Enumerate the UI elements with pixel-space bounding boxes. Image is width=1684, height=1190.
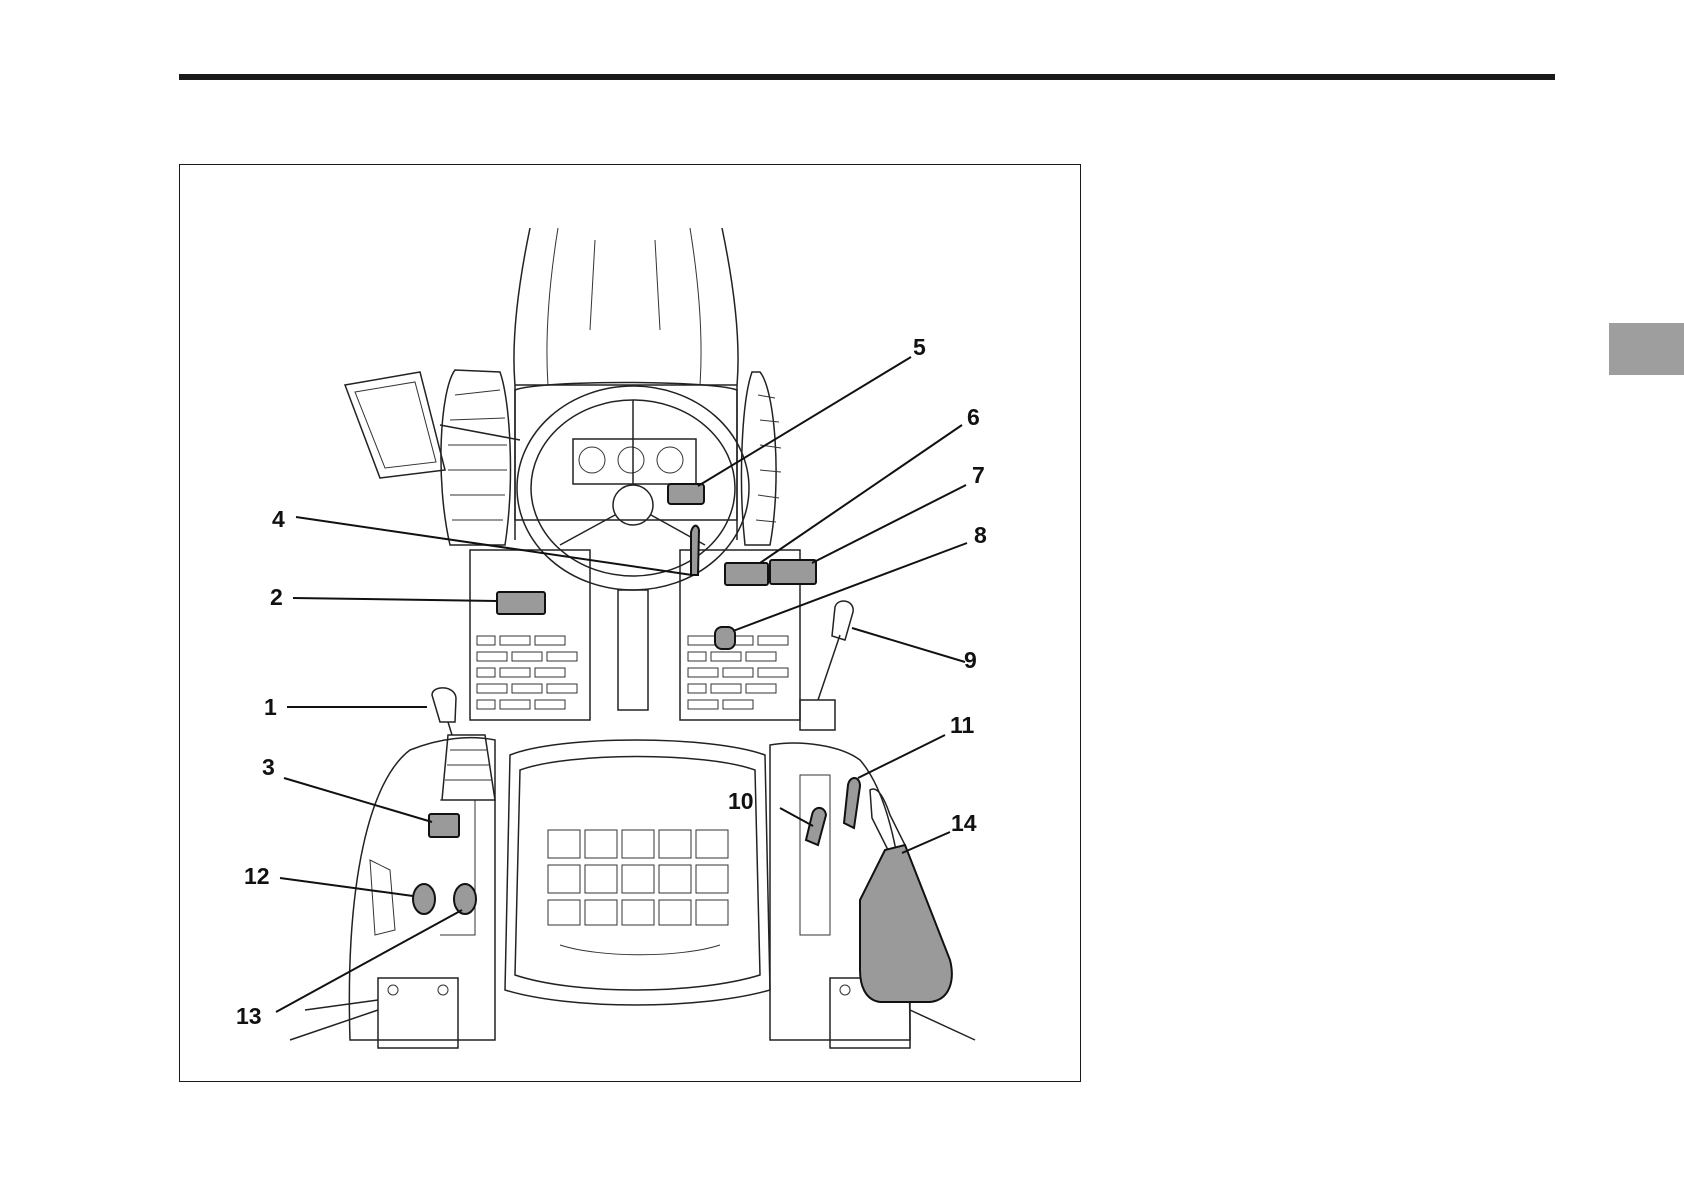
lever-9 <box>800 601 853 730</box>
control-7-highlight <box>770 560 816 584</box>
callout-13: 13 <box>236 1003 262 1029</box>
control-13-highlight <box>454 884 476 914</box>
control-12-highlight <box>413 884 435 914</box>
seat <box>505 740 770 1005</box>
callout-9: 9 <box>964 647 977 673</box>
callout-5: 5 <box>913 334 926 360</box>
lever-1-shift-lever <box>432 688 495 800</box>
control-4-highlight <box>691 526 699 575</box>
callout-4: 4 <box>272 506 285 532</box>
callout-3: 3 <box>262 754 275 780</box>
left-front-tire <box>441 370 511 545</box>
callout-11: 11 <box>950 712 975 738</box>
control-6-highlight <box>725 563 768 585</box>
steering-wheel <box>517 386 749 590</box>
steering-column <box>618 590 648 710</box>
callout-1: 1 <box>264 694 277 720</box>
control-10-highlight <box>806 808 826 845</box>
callout-8: 8 <box>974 522 987 548</box>
callout-10: 10 <box>728 788 754 814</box>
callout-7: 7 <box>972 462 985 488</box>
rear-hitch-left <box>290 978 458 1048</box>
callout-6: 6 <box>967 404 980 430</box>
callout-12: 12 <box>244 863 270 889</box>
control-8-highlight <box>715 627 735 649</box>
callout-14: 14 <box>951 810 977 836</box>
control-14-highlight <box>860 845 952 1002</box>
lever-14-handle-top <box>870 789 905 850</box>
control-5-highlight <box>668 484 704 504</box>
right-front-tire <box>741 372 781 545</box>
control-3-highlight <box>429 814 459 837</box>
left-mirror <box>345 372 520 478</box>
control-11-highlight <box>844 778 860 828</box>
control-2-highlight <box>497 592 545 614</box>
callout-2: 2 <box>270 584 283 610</box>
